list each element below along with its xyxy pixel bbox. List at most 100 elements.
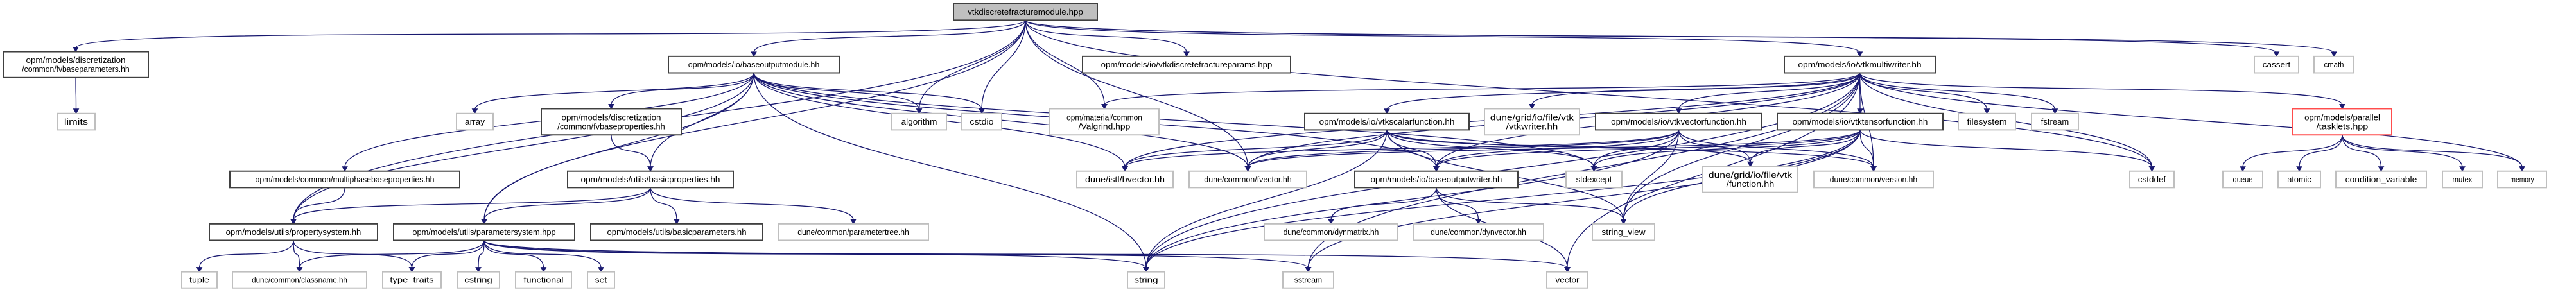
edge-parametersystem-to-type_traits xyxy=(411,240,485,268)
edge-basicproperties-to-parametersystem xyxy=(483,187,651,220)
node-vtktensorfunction[interactable] xyxy=(1777,112,1944,131)
node-label-group-vtkmultiwriter: opm/models/io/vtkmultiwriter.hh xyxy=(1798,60,1921,69)
edge-main-to-vtkmultiwriter xyxy=(1025,19,1861,53)
node-label-group-algorithm: algorithm xyxy=(901,117,937,126)
node-fvbaseparameters[interactable] xyxy=(3,51,149,78)
edge-vtkmultiwriter-to-vtkscalarfunction xyxy=(1386,73,1861,110)
node-vtkscalarfunction[interactable] xyxy=(1304,112,1470,131)
node-basicproperties[interactable] xyxy=(567,170,734,189)
node-label: opm/models/utils/basicparameters.hh xyxy=(607,227,747,237)
arrowhead-icon xyxy=(2273,51,2280,57)
node-label-group-vtkvectorfunction: opm/models/io/vtkvectorfunction.hh xyxy=(1611,117,1746,126)
node-multiphasebaseproperties[interactable] xyxy=(229,170,460,189)
node-functional xyxy=(515,271,572,289)
node-box xyxy=(1777,112,1944,131)
node-label: atomic xyxy=(2287,175,2311,184)
arrowhead-icon xyxy=(2331,51,2337,57)
node-fvector xyxy=(1188,170,1307,189)
node-tasklets[interactable] xyxy=(2292,108,2392,136)
edge-tasklets-to-queue xyxy=(2242,135,2343,167)
node-label: limits xyxy=(64,117,89,126)
node-box xyxy=(2277,170,2321,189)
node-label: opm/models/io/vtkvectorfunction.hh xyxy=(1611,117,1746,126)
node-string_view xyxy=(1592,223,1655,241)
arrowhead-icon xyxy=(1122,166,1128,172)
node-baseoutputwriter[interactable] xyxy=(1354,170,1519,189)
node-label: dune/grid/io/file/vtk xyxy=(1709,170,1793,180)
node-propertysystem[interactable] xyxy=(209,223,378,241)
node-vtkdiscretefractureparams[interactable] xyxy=(1082,55,1291,74)
node-box xyxy=(1413,223,1544,241)
node-basicparameters[interactable] xyxy=(590,223,763,241)
node-label-group-sstream: sstream xyxy=(1294,275,1322,285)
node-label: condition_variable xyxy=(2345,175,2417,184)
node-label: opm/models/utils/basicproperties.hh xyxy=(581,175,720,184)
edge-vtkscalarfunction-to-version xyxy=(1386,130,1874,167)
arrowhead-icon xyxy=(2240,166,2246,172)
edge-vtkscalarfunction-to-function xyxy=(1386,130,1751,163)
node-label-group-cstddef: cstddef xyxy=(2138,175,2166,184)
node-label: opm/models/parallel xyxy=(2304,112,2380,122)
node-label-group-tuple: tuple xyxy=(189,275,209,285)
node-label: cstdio xyxy=(970,117,993,126)
node-atomic xyxy=(2277,170,2321,189)
node-label: filesystem xyxy=(1967,117,2007,126)
node-box xyxy=(1049,108,1160,136)
node-label-group-classname: dune/common/classname.hh xyxy=(252,275,347,285)
node-label-group-fstream: fstream xyxy=(2041,117,2069,126)
node-fvbaseproperties[interactable] xyxy=(541,108,682,136)
node-label-group-stdexcept: stdexcept xyxy=(1576,175,1612,184)
node-baseoutputmodule[interactable] xyxy=(668,55,840,74)
node-box xyxy=(1784,55,1936,74)
edge-vtkmultiwriter-to-valgrind xyxy=(1104,72,1861,105)
node-limits xyxy=(57,112,96,131)
node-label-group-dynvector: dune/common/dynvector.hh xyxy=(1431,227,1526,237)
edge-tasklets-to-condition_variable xyxy=(2342,135,2382,167)
node-box xyxy=(891,112,947,131)
arrowhead-icon xyxy=(1143,267,1149,273)
arrowhead-icon xyxy=(1328,219,1334,225)
arrowhead-icon xyxy=(608,103,614,110)
arrowhead-icon xyxy=(647,166,654,172)
nodes-layer xyxy=(3,3,2547,289)
node-box xyxy=(382,271,442,289)
node-label-group-vtktensorfunction: opm/models/io/vtktensorfunction.hh xyxy=(1793,117,1928,126)
node-filesystem xyxy=(1958,112,2016,131)
edge-baseoutputmodule-to-parametersystem xyxy=(483,73,754,220)
arrowhead-icon xyxy=(1564,267,1571,273)
node-vtkvectorfunction[interactable] xyxy=(1595,112,1762,131)
node-box xyxy=(1127,271,1165,289)
arrowhead-icon xyxy=(2339,103,2345,110)
edge-main-to-cmath xyxy=(1025,19,2335,53)
edge-vtkscalarfunction-to-stdexcept xyxy=(1386,130,1595,167)
edge-tasklets-to-memory xyxy=(2342,135,2523,167)
node-label: mutex xyxy=(2453,175,2473,184)
node-label: opm/models/io/vtkmultiwriter.hh xyxy=(1798,60,1921,69)
node-label: dune/common/dynmatrix.hh xyxy=(1284,227,1379,237)
node-label-group-cstdio: cstdio xyxy=(970,117,993,126)
edge-vtktensorfunction-to-version xyxy=(1859,130,1874,167)
node-bvector xyxy=(1076,170,1174,189)
arrowhead-icon xyxy=(290,219,297,225)
arrowhead-icon xyxy=(674,219,680,225)
node-parametersystem[interactable] xyxy=(393,223,575,241)
arrowhead-icon xyxy=(1747,161,1754,167)
node-label: opm/models/discretization xyxy=(562,112,661,122)
node-box xyxy=(2031,112,2079,131)
node-main[interactable] xyxy=(953,3,1098,21)
node-box xyxy=(2313,55,2354,74)
node-vtkmultiwriter[interactable] xyxy=(1784,55,1936,74)
edge-vtkscalarfunction-to-string xyxy=(1145,130,1388,268)
edge-baseoutputmodule-to-propertysystem xyxy=(293,73,754,220)
node-label: opm/models/utils/parametersystem.hpp xyxy=(412,227,555,237)
edge-vtkvectorfunction-to-bvector xyxy=(1124,130,1680,167)
node-box xyxy=(457,271,500,289)
edge-vtkmultiwriter-to-filesystem xyxy=(1859,73,1988,110)
node-label-group-atomic: atomic xyxy=(2287,175,2311,184)
node-box xyxy=(1813,170,1934,189)
edge-vtkmultiwriter-to-fstream xyxy=(1859,73,2056,110)
node-label-group-multiphasebaseproperties: opm/models/common/multiphasebaseproperti… xyxy=(256,175,435,184)
node-valgrind xyxy=(1049,108,1160,136)
node-label-group-parametertree: dune/common/parametertree.hh xyxy=(797,227,909,237)
node-algorithm xyxy=(891,112,947,131)
